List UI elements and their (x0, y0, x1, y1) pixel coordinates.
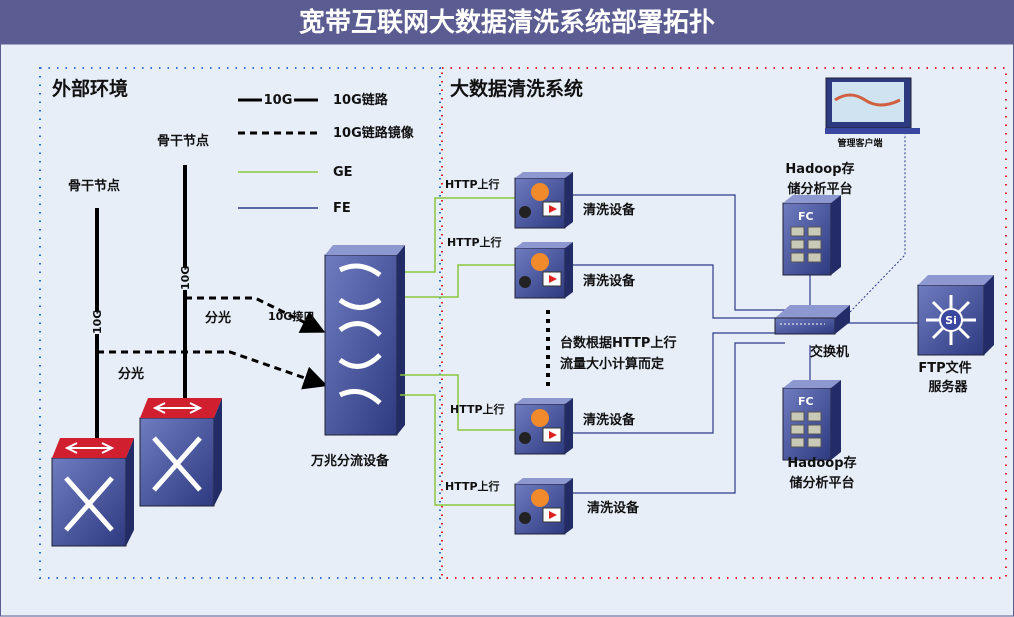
svg-text:10G链路: 10G链路 (333, 92, 389, 108)
splitter-device-icon (324, 245, 405, 436)
cleaning-device-icon (514, 477, 574, 535)
ftp-label: FTP文件 (918, 360, 971, 376)
external-zone-title: 外部环境 (52, 77, 128, 100)
client-label: 管理客户端 (837, 137, 882, 149)
switch-icon (774, 305, 850, 335)
device-count-note: 流量大小计算而定 (560, 356, 664, 372)
cleaner-label: 清洗设备 (583, 273, 636, 289)
cleaner-label: 清洗设备 (587, 500, 640, 516)
splitter-label: 万兆分流设备 (310, 453, 390, 469)
svg-text:10G链路镜像: 10G链路镜像 (333, 125, 415, 141)
split-label-2: 分光 (118, 366, 144, 382)
ftp-server-icon (917, 275, 994, 356)
fe-links (573, 194, 918, 494)
split-label-1: 分光 (205, 310, 231, 326)
backbone-label-1: 骨干节点 (157, 133, 209, 149)
system-zone (441, 67, 1007, 579)
svg-text:GE: GE (333, 165, 353, 180)
cleaner-label: 清洗设备 (583, 202, 636, 218)
mirror-link-2 (97, 350, 328, 390)
interface-label: 10G接口 (268, 309, 314, 323)
hadoop-label: Hadoop存 (787, 455, 856, 471)
hadoop-label: 储分析平台 (788, 475, 854, 491)
switch-label: 交换机 (810, 344, 849, 360)
page-title: 宽带互联网大数据清洗系统部署拓扑 (299, 7, 715, 38)
uplink-label: HTTP上行 (450, 402, 505, 416)
hadoop-storage-icon (782, 379, 842, 461)
backbone-label-2: 骨干节点 (68, 178, 120, 194)
external-zone (39, 67, 441, 579)
management-link (849, 132, 906, 313)
device-count-note: 台数根据HTTP上行 (560, 335, 676, 351)
cleaning-device-icon (514, 241, 574, 299)
backbone-router-icon (52, 438, 134, 546)
cleaner-label: 清洗设备 (583, 412, 636, 428)
header-bar (0, 0, 1014, 44)
management-client-icon (825, 77, 920, 134)
svg-text:FC: FC (798, 395, 814, 408)
hadoop-storage-icon (782, 194, 842, 276)
svg-text:10G: 10G (179, 266, 192, 290)
svg-text:10G: 10G (264, 93, 293, 108)
svg-text:10G: 10G (91, 310, 104, 334)
cleaning-device-icon (514, 171, 574, 229)
system-zone-title: 大数据清洗系统 (450, 77, 583, 100)
legend: 10G 10G链路 10G链路镜像 GE FE (238, 92, 415, 216)
svg-text:Si: Si (945, 314, 957, 327)
cleaning-device-icon (514, 397, 574, 455)
ge-links (400, 197, 515, 506)
uplink-label: HTTP上行 (445, 479, 500, 493)
hadoop-label: 储分析平台 (786, 181, 852, 197)
svg-text:FC: FC (798, 210, 814, 223)
hadoop-label: Hadoop存 (785, 161, 854, 177)
svg-text:FE: FE (333, 201, 351, 216)
ftp-label: 服务器 (928, 379, 968, 395)
uplink-label: HTTP上行 (445, 177, 500, 191)
uplink-label: HTTP上行 (447, 235, 502, 249)
backbone-router-icon (140, 398, 222, 506)
